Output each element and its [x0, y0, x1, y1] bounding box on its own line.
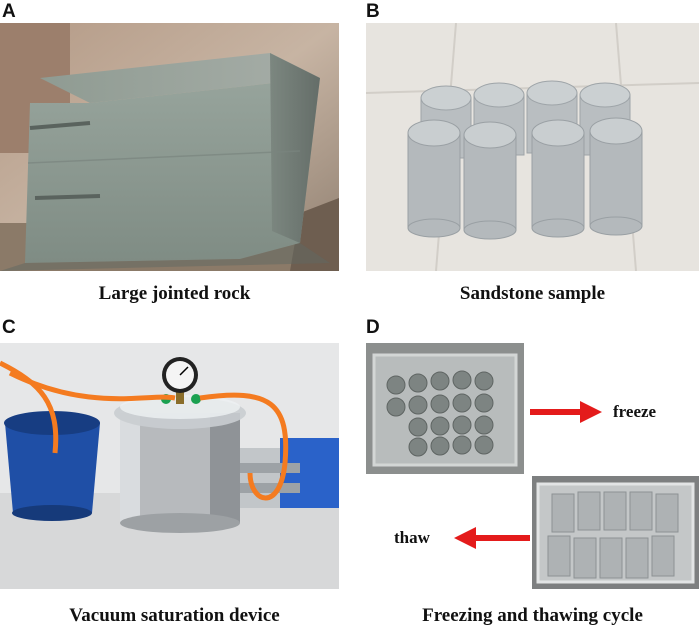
caption-vacuum-saturation-device: Vacuum saturation device: [69, 605, 280, 626]
photo-large-jointed-rock: [0, 23, 339, 271]
caption-large-jointed-rock: Large jointed rock: [98, 283, 251, 304]
photo-vacuum-saturation-device: [0, 343, 339, 589]
caption-sandstone-sample: Sandstone sample: [459, 283, 606, 304]
photo-sandstone-sample: [366, 23, 699, 271]
thaw-arrow: [454, 527, 530, 549]
freeze-arrow: [530, 401, 602, 423]
panel-letter-d: D: [366, 317, 380, 338]
photo-freezing-box: [366, 343, 524, 474]
panel-letter-a: A: [2, 1, 16, 22]
thaw-label: thaw: [394, 528, 430, 547]
freeze-label: freeze: [613, 402, 657, 421]
caption-freezing-and-thawing-cycle: Freezing and thawing cycle: [422, 605, 643, 626]
photo-thawing-tray: [532, 476, 699, 589]
panel-letter-b: B: [366, 1, 380, 22]
panel-letter-c: C: [2, 317, 16, 338]
